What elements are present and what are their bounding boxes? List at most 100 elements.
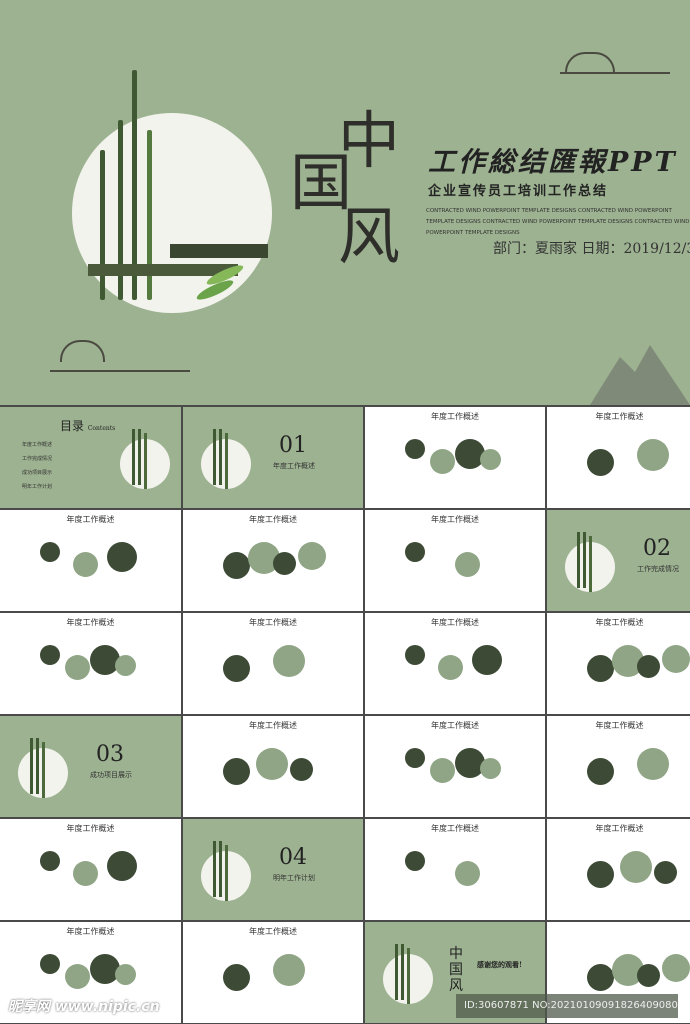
slide-thumbnail[interactable]: 年度工作概述 [0,613,181,714]
diagram-shape [455,552,480,577]
slide-thumbnail[interactable]: 年度工作概述 [547,716,690,817]
slide-thumbnail[interactable]: 年度工作概述 [365,613,545,714]
slide-title: 年度工作概述 [431,412,479,421]
slide-title: 年度工作概述 [595,824,644,833]
mountain-image [590,345,690,405]
section-title: 明年工作计划 [273,874,315,882]
diagram-shape [587,655,614,682]
diagram-shape [480,449,501,470]
diagram-shape [587,449,614,476]
diagram-shape [106,851,137,881]
diagram-shape [471,645,502,675]
diagram-shape [587,964,614,991]
slide-thumbnail[interactable]: 年度工作概述 [365,510,545,611]
cloud-ornament [565,52,615,72]
slide-thumbnail[interactable]: 年度工作概述 [183,716,363,817]
title-char: 中 [338,104,401,177]
cover-meta: 部门：夏雨家 日期：2019/12/3 [493,241,690,257]
diagram-shape [430,449,455,474]
slide-thumbnail[interactable]: 年度工作概述 [0,819,181,920]
slide-title: 年度工作概述 [595,412,644,421]
slide-thumbnail[interactable]: 年度工作概述 [183,613,363,714]
diagram-shape [40,851,60,871]
diagram-shape [637,964,660,987]
toc-item: 成功项目展示 [22,470,53,476]
bamboo-image [100,150,105,300]
image-id-label: ID:30607871 NO:20210109091826409080 [456,994,678,1018]
divider [560,72,670,74]
moon-circle [201,841,251,901]
diagram-shape [455,439,485,469]
toc-title-en: Contents [87,425,116,432]
section-number: 03 [96,742,124,767]
diagram-shape [289,758,313,781]
diagram-shape [115,964,136,985]
slide-thumbnail[interactable]: 年度工作概述 [365,819,545,920]
moon-circle [201,429,251,489]
slide-title: 年度工作概述 [249,721,297,730]
diagram-shape [587,758,614,785]
diagram-shape [405,851,425,871]
slide-title: 年度工作概述 [431,721,479,730]
slide-title: 年度工作概述 [66,515,115,524]
diagram-shape [438,655,464,680]
bamboo-image [132,70,137,300]
slide-thumbnail[interactable]: 年度工作概述 [0,510,181,611]
slide-thumbnail[interactable]: 年度工作概述 [183,922,363,1023]
toc-title-text: 目录 [60,419,85,433]
diagram-shape [637,748,669,780]
end-logo-char: 中 [449,946,463,962]
diagram-shape [256,748,289,780]
diagram-shape [662,954,690,982]
moon-circle [383,944,433,1004]
diagram-shape [480,758,501,779]
diagram-shape [90,645,120,675]
section-title: 成功项目展示 [90,771,132,779]
diagram-shape [223,655,250,682]
end-logo: 中国风 [449,946,469,994]
diagram-shape [65,964,90,989]
diagram-shape [455,861,480,886]
diagram-shape [405,439,425,459]
cover-subtitle: 企业宣传员工培训工作总结 [428,184,609,199]
diagram-shape [662,645,690,673]
section-title: 年度工作概述 [273,462,315,470]
diagram-shape [405,645,425,665]
slide-title: 年度工作概述 [66,927,115,936]
diagram-shape [620,851,653,883]
toc-item: 年度工作概述 [22,442,53,448]
diagram-shape [637,439,669,471]
slide-thumbnail[interactable]: 年度工作概述 [0,922,181,1023]
diagram-shape [273,645,305,677]
diagram-shape [587,861,614,888]
diagram-shape [455,748,485,778]
diagram-shape [223,552,250,579]
toc-item: 工作完成情况 [22,456,53,462]
diagram-shape [40,542,60,562]
slide-title: 年度工作概述 [431,515,479,524]
diagram-shape [273,954,305,986]
slide-thumbnail[interactable]: 年度工作概述 [547,407,690,508]
diagram-shape [637,655,660,678]
diagram-shape [65,655,90,680]
moon-circle [18,738,68,798]
slide-title: 年度工作概述 [66,824,115,833]
slide-thumbnail[interactable]: 年度工作概述 [547,613,690,714]
slide-thumbnail[interactable]: 年度工作概述 [547,819,690,920]
diagram-shape [73,552,99,577]
cover-slide: 中 国 风 工作総结匯報PPT 企业宣传员工培训工作总结 CONTRACTED … [0,0,690,405]
pavilion-image [170,244,268,258]
slide-thumbnail[interactable]: 年度工作概述 [183,510,363,611]
end-title: 感谢您的观看! [477,960,523,969]
slide-thumbnail[interactable]: 03 成功项目展示 [0,716,181,817]
slide-thumbnail[interactable]: 年度工作概述 [365,716,545,817]
toc-title: 目录 Contents [60,417,115,434]
pavilion-image [88,264,238,276]
slide-thumbnail[interactable]: 年度工作概述 [365,407,545,508]
diagram-shape [115,655,136,676]
moon-circle [120,429,170,489]
